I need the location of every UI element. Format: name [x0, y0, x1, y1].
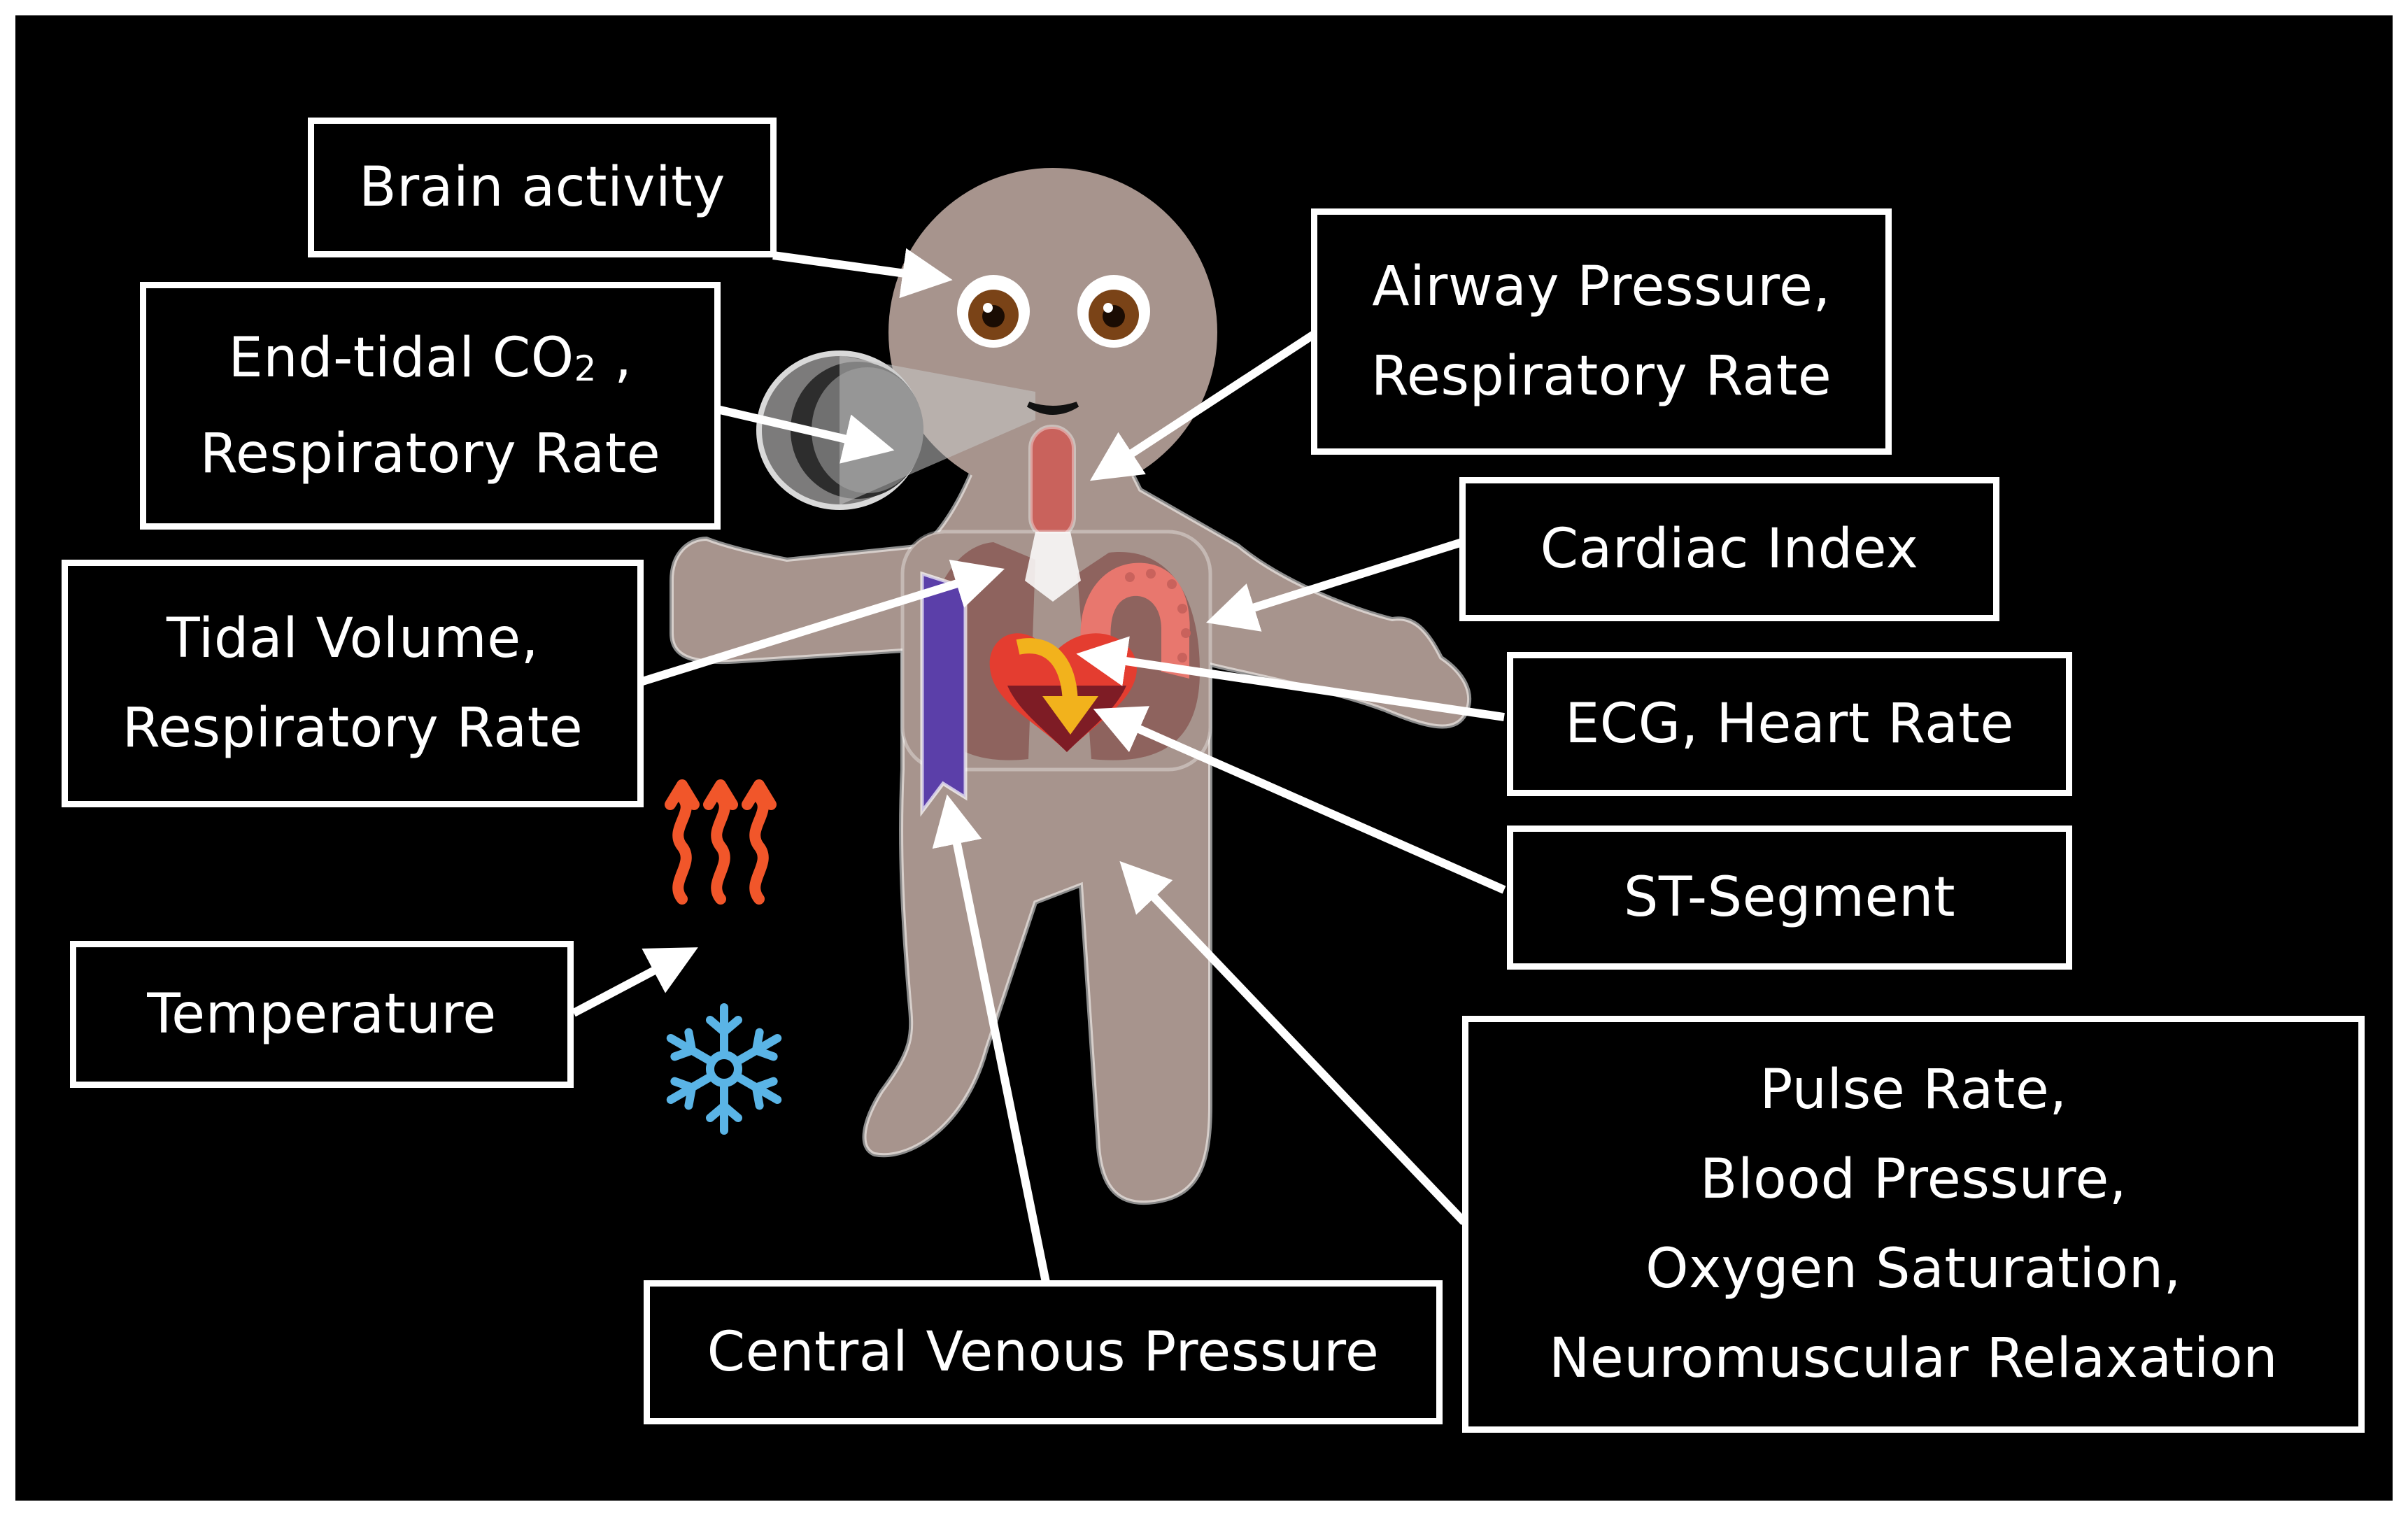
label-central-venous-pressure: Central Venous Pressure [644, 1280, 1443, 1424]
label-cardiac-index-text: Cardiac Index [1540, 518, 1919, 581]
left-eye-icon [957, 275, 1030, 348]
arrow-brain [772, 248, 953, 299]
label-pulse-rate-line4: Neuromuscular Relaxation [1548, 1327, 2279, 1390]
label-brain-activity: Brain activity [308, 118, 777, 257]
label-pulse-rate-line3: Oxygen Saturation, [1645, 1238, 2181, 1301]
label-cardiac-index: Cardiac Index [1459, 477, 1999, 621]
label-end-tidal-co2-tail: , [596, 326, 632, 390]
label-airway-pressure-line1: Airway Pressure, [1372, 255, 1831, 318]
arrow-etco2 [716, 405, 895, 464]
label-st-segment-text: ST-Segment [1623, 866, 1956, 929]
label-tidal-volume: Tidal Volume, Respiratory Rate [62, 560, 644, 807]
arrow-cvp [932, 794, 1050, 1284]
label-pulse-rate-line2: Blood Pressure, [1699, 1148, 2127, 1211]
label-end-tidal-co2: End-tidal CO2 , Respiratory Rate [140, 282, 721, 530]
label-temperature-text: Temperature [147, 983, 497, 1046]
blood-flow-arrowhead [1042, 696, 1098, 735]
label-ecg-heart-rate: ECG, Heart Rate [1507, 652, 2072, 796]
arrow-cardiac [1205, 538, 1464, 632]
arrow-tidal [639, 560, 1005, 686]
label-airway-pressure: Airway Pressure, Respiratory Rate [1311, 208, 1892, 455]
label-tidal-volume-line2: Respiratory Rate [122, 697, 583, 760]
arrow-pulse [1119, 860, 1468, 1226]
label-ecg-heart-rate-text: ECG, Heart Rate [1564, 693, 2014, 756]
arrow-st [1093, 706, 1506, 894]
blood-flow-arrow-icon [1016, 638, 1078, 707]
label-st-segment: ST-Segment [1507, 826, 2072, 970]
aortic-arch [1080, 562, 1190, 679]
label-airway-pressure-line2: Respiratory Rate [1371, 345, 1832, 408]
label-end-tidal-co2-sub: 2 [574, 348, 597, 389]
label-tidal-volume-line1: Tidal Volume, [166, 607, 539, 670]
label-pulse-rate-line1: Pulse Rate, [1759, 1058, 2067, 1121]
trachea [1028, 425, 1076, 541]
bronchi [1025, 532, 1081, 602]
label-end-tidal-co2-line2: Respiratory Rate [199, 422, 661, 486]
arrow-temperature [572, 947, 698, 1017]
alveoli-dots [1125, 569, 1191, 663]
heat-waves-icon [665, 779, 777, 905]
label-brain-activity-text: Brain activity [359, 156, 725, 219]
arrow-ecg [1076, 636, 1505, 721]
mouth [1026, 402, 1079, 415]
vena-cava [920, 571, 968, 817]
label-end-tidal-co2-line1: End-tidal CO2 , [228, 313, 632, 409]
label-pulse-rate: Pulse Rate, Blood Pressure, Oxygen Satur… [1462, 1016, 2365, 1433]
right-eye-icon [1077, 275, 1150, 348]
label-temperature: Temperature [70, 941, 574, 1088]
arrow-airway [1089, 330, 1317, 481]
label-central-venous-pressure-text: Central Venous Pressure [707, 1321, 1380, 1384]
snowflake-icon [664, 1003, 784, 1131]
callout-arrows [572, 248, 1506, 1284]
label-end-tidal-co2-main: End-tidal CO [228, 326, 574, 390]
body-silhouette [670, 445, 1471, 1205]
